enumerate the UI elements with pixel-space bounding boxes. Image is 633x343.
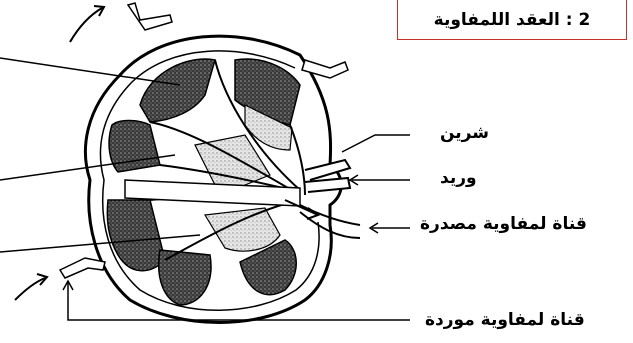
flow-arrow-top bbox=[70, 8, 102, 42]
page-title: 2 : العقد اللمفاوية bbox=[434, 10, 591, 30]
flow-arrow-bottom bbox=[15, 278, 45, 300]
artery-pointer bbox=[342, 135, 410, 152]
afferent-duct-bottom bbox=[60, 258, 105, 278]
title-box: 2 : العقد اللمفاوية bbox=[397, 0, 627, 40]
label-artery: شرين bbox=[440, 123, 489, 143]
label-efferent-duct: قناة لمفاوية مصدرة bbox=[420, 214, 587, 234]
label-afferent-duct: قناة لمفاوية موردة bbox=[425, 310, 585, 330]
label-vein: وريد bbox=[440, 168, 477, 188]
afferent-duct-top bbox=[128, 3, 172, 30]
